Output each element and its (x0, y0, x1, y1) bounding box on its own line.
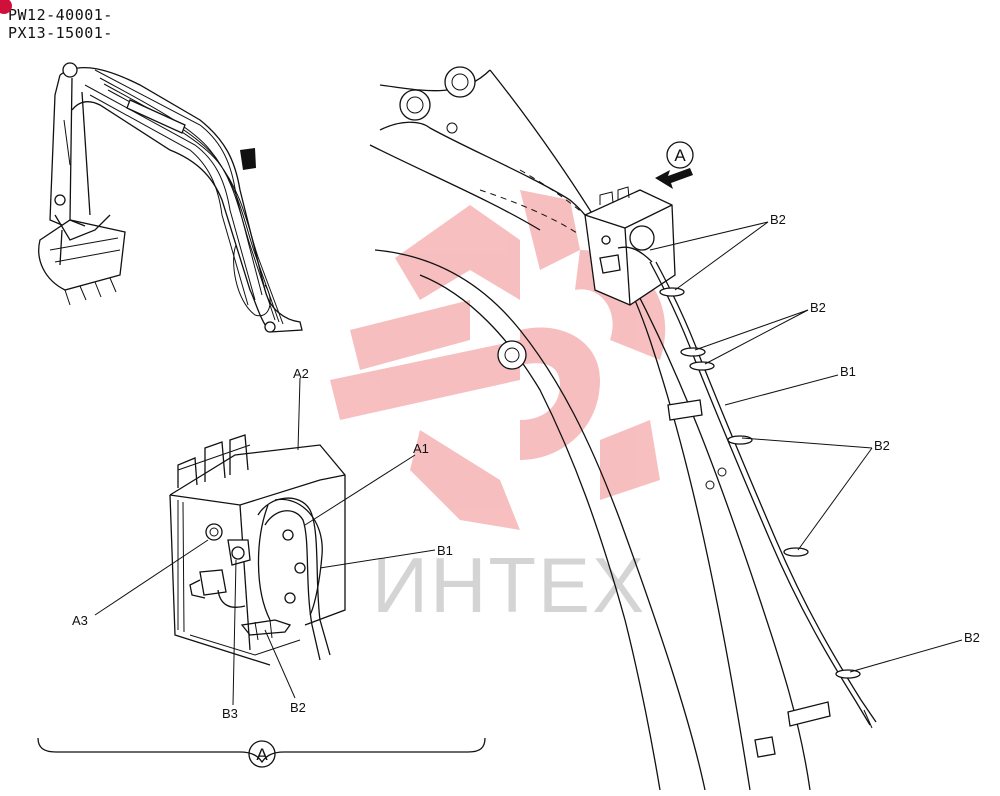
view-a-marker: A (674, 146, 686, 165)
serial-number-1: PW12-40001- (8, 6, 113, 24)
label-a2: A2 (293, 366, 309, 381)
leader-b2-main-3a (741, 437, 873, 449)
leader-b2-main-2a (694, 309, 809, 351)
detail-a-brace (37, 737, 486, 764)
label-b3: B3 (222, 706, 238, 721)
serial-number-2: PX13-15001- (8, 24, 113, 42)
view-a-circle (666, 141, 694, 169)
leader-b2-main-1b (674, 221, 769, 291)
leader-b2-main-2b (704, 309, 809, 365)
view-arrow-icon (655, 168, 693, 189)
detail-a-marker: A (256, 745, 268, 764)
leader-b3 (232, 559, 237, 706)
detail-a-bracket-illustration (169, 434, 346, 666)
detail-a-circle (248, 740, 276, 768)
label-b2-main-1: B2 (770, 212, 786, 227)
leader-b1-main (724, 374, 839, 406)
label-b1-main: B1 (840, 364, 856, 379)
leader-a3 (94, 539, 209, 616)
label-b2-main-3: B2 (874, 438, 890, 453)
watermark-text: ИНТЕХ (372, 541, 646, 629)
leader-a2 (297, 377, 301, 451)
corner-marker (0, 0, 12, 14)
boom-closeup-illustration (369, 66, 877, 791)
leader-b1-detail (319, 549, 436, 569)
label-b2-main-2: B2 (810, 300, 826, 315)
leader-a1 (304, 454, 416, 526)
excavator-overview-illustration (38, 62, 303, 333)
label-a3: A3 (72, 613, 88, 628)
leader-b2-main-3b (797, 447, 873, 551)
label-b1-detail: B1 (437, 543, 453, 558)
leader-b2-main-4 (849, 639, 963, 673)
label-b2-detail: B2 (290, 700, 306, 715)
label-a1: A1 (413, 441, 429, 456)
leader-b2-detail (264, 629, 296, 699)
leader-b2-main-1a (649, 221, 769, 251)
label-b2-main-4: B2 (964, 630, 980, 645)
